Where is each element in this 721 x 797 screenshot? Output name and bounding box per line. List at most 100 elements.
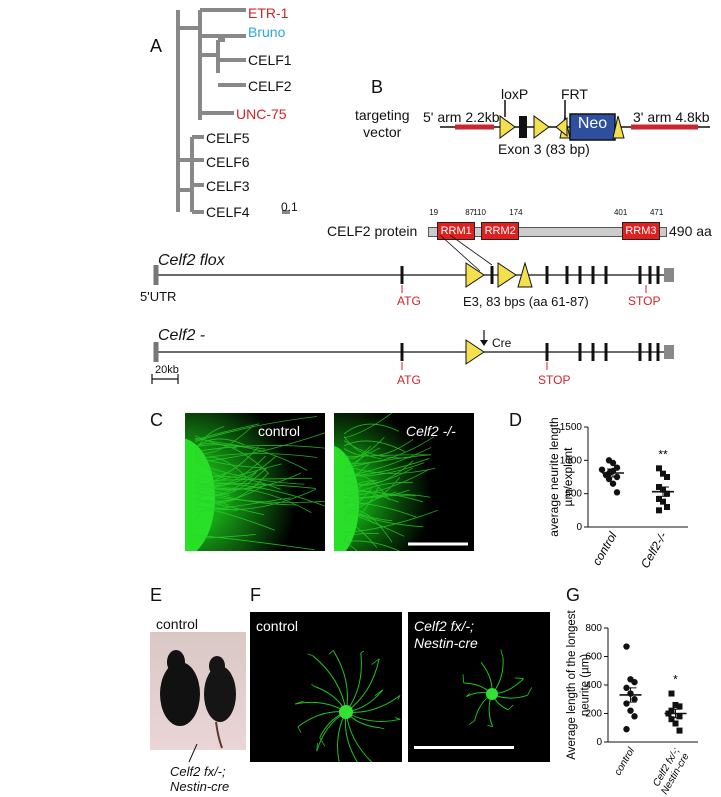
- data-point: [631, 678, 638, 686]
- neuron-scale-bar: [414, 746, 514, 749]
- data-point: [660, 498, 666, 505]
- taxon-etr-1: ETR-1: [248, 5, 289, 21]
- neuron-control-label: control: [256, 618, 299, 634]
- x-tick-label: control: [613, 745, 638, 777]
- loxp-triangle-1: [499, 115, 516, 139]
- data-point: [656, 465, 662, 472]
- mouse-control-label: control: [156, 616, 199, 632]
- mouse-mutant-label: Celf2 fx/-; Nestin-cre: [170, 764, 229, 794]
- domain-rrm1-start: 19: [429, 208, 439, 217]
- taxon-celf4: CELF4: [206, 204, 250, 220]
- significance-label: **: [658, 447, 668, 461]
- y-tick-label: 600: [585, 652, 602, 663]
- y-tick-label: 400: [585, 680, 602, 691]
- y-axis-label: average neurite lengthµm/explant: [547, 417, 575, 536]
- data-point: [609, 480, 617, 487]
- explant-image-control: control: [185, 413, 325, 551]
- panel-label-b: B: [371, 77, 384, 97]
- mouse-photo: [150, 632, 246, 750]
- neo-label: Neo: [577, 115, 608, 132]
- exon3-label: Exon 3 (83 bp): [498, 141, 590, 157]
- data-point: [623, 643, 630, 650]
- mouse-mutant: [204, 666, 236, 722]
- data-point: [627, 707, 634, 714]
- exon-note: E3, 83 bps (aa 61-87): [463, 294, 589, 309]
- data-point: [676, 703, 683, 710]
- domain-rrm3-end: 471: [649, 208, 664, 217]
- loxp-label: loxP: [501, 86, 529, 102]
- vector-title: targeting vector: [355, 107, 409, 141]
- y-tick-label: 500: [565, 489, 582, 500]
- y-tick-label: 1000: [560, 455, 583, 466]
- panel-label-e: E: [150, 585, 163, 605]
- neuron-image-control: control: [250, 612, 402, 762]
- null-allele-diagram: [151, 330, 674, 384]
- frt-label: FRT: [561, 86, 588, 102]
- neuron-image-mutant: Celf2 fx/-; Nestin-cre: [408, 612, 550, 762]
- data-point: [664, 474, 670, 480]
- arm5-label: 5' arm 2.2kb: [423, 109, 500, 125]
- arm3-label: 3' arm 4.8kb: [633, 109, 710, 125]
- domain-rrm3-start: 401: [613, 208, 628, 217]
- data-point: [664, 490, 670, 497]
- domain-rrm2: RRM2: [481, 222, 520, 240]
- flox-frt: [517, 261, 533, 288]
- domain-rrm2-start: 110: [473, 208, 486, 217]
- panel-label-f: F: [250, 585, 261, 605]
- frt-triangle-2: [612, 115, 625, 139]
- utr-label: 5'UTR: [140, 289, 177, 304]
- y-tick-label: 200: [585, 709, 602, 720]
- data-point: [656, 507, 662, 514]
- domain-rrm1-end: 87: [465, 208, 475, 217]
- data-point: [676, 713, 683, 720]
- vector-title-line2: vector: [363, 124, 402, 140]
- null-loxp: [465, 339, 485, 365]
- taxon-celf3: CELF3: [206, 178, 250, 194]
- protein-backbone: [428, 227, 667, 237]
- data-point: [656, 496, 662, 502]
- data-point: [672, 701, 679, 708]
- neuron-soma: [339, 705, 353, 719]
- tree-scale-label: 0.1: [281, 200, 298, 214]
- neuron-mutant-label-line1: Celf2 fx/-;: [414, 618, 474, 634]
- data-point: [668, 716, 675, 723]
- null-atg-label: ATG: [397, 373, 421, 387]
- mouse-mutant-label-line2: Nestin-cre: [170, 779, 230, 794]
- explant-image-ko: Celf2 -/-: [334, 413, 474, 551]
- data-point: [613, 489, 621, 496]
- y-tick-label: 1500: [560, 422, 583, 433]
- flox-atg-label: ATG: [397, 294, 421, 308]
- targeting-vector-diagram: [440, 100, 710, 141]
- flox-loxp-1: [465, 262, 485, 288]
- data-point: [631, 696, 638, 703]
- loxp-triangle-2: [533, 115, 550, 139]
- neuron-soma: [486, 688, 498, 700]
- y-tick-label: 0: [576, 522, 582, 533]
- x-tick-label: control: [589, 529, 619, 567]
- neuron-mutant-label-line2: Nestin-cre: [414, 635, 478, 651]
- taxon-bruno: Bruno: [248, 24, 286, 40]
- cre-label: Cre: [492, 336, 512, 350]
- panel-label-c: C: [150, 410, 163, 430]
- data-point: [672, 720, 679, 727]
- taxon-celf1: CELF1: [248, 52, 292, 68]
- taxon-celf5: CELF5: [206, 130, 250, 146]
- panel-label-g: G: [566, 585, 581, 605]
- x-tick-label: Celf2 fx/-;Nestin-cre: [650, 746, 692, 795]
- y-tick-label: 800: [585, 623, 602, 634]
- flox-allele-diagram: [153, 235, 674, 293]
- data-point: [664, 504, 670, 510]
- neuron-mutant-label: Celf2 fx/-; Nestin-cre: [414, 618, 478, 652]
- data-point: [598, 466, 606, 473]
- taxon-unc-75: UNC-75: [236, 106, 287, 122]
- flox-stop-label: STOP: [628, 294, 661, 308]
- data-point: [631, 713, 638, 720]
- data-point: [609, 459, 617, 467]
- taxon-celf2: CELF2: [248, 78, 292, 94]
- flox-loxp-2: [497, 262, 517, 288]
- x-tick-label: Celf2-/-: [638, 530, 670, 571]
- significance-label: *: [673, 673, 678, 687]
